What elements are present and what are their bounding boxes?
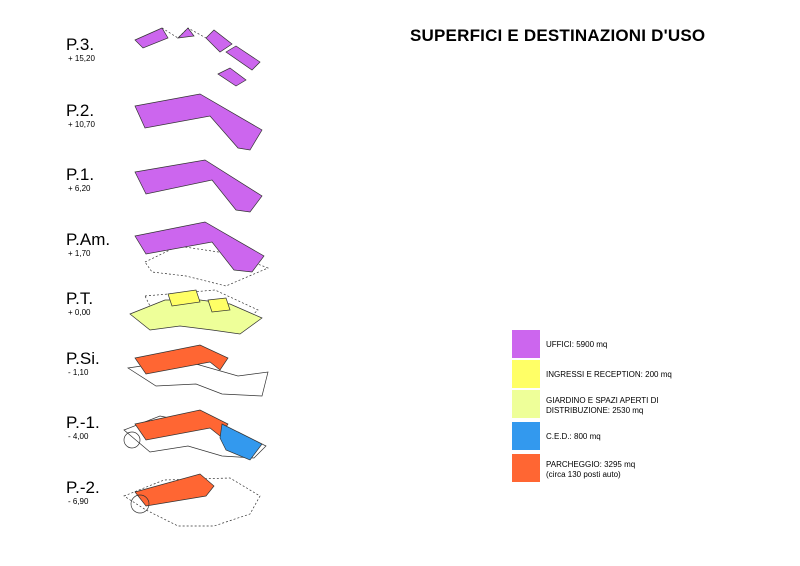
floor-plan-p1 — [134, 159, 263, 213]
floor-plan-pt — [129, 289, 263, 335]
floor-name: P.T. — [66, 289, 94, 308]
legend-swatch — [512, 360, 540, 388]
floor-name: P.3. — [66, 35, 95, 54]
legend-swatch — [512, 422, 540, 450]
floor-label-p2: P.2. + 10,70 — [66, 102, 136, 130]
legend-swatch — [512, 454, 540, 482]
legend-swatch — [512, 330, 540, 358]
floor-plan-psi — [127, 344, 269, 397]
floor-name: P.2. — [66, 101, 95, 120]
floor-name: P.-1. — [66, 413, 100, 432]
floor-label-pam: P.Am. + 1,70 — [66, 231, 136, 259]
floor-name: P.Am. — [66, 230, 111, 249]
floor-elevation: + 6,20 — [68, 184, 91, 193]
legend-text: PARCHEGGIO: 3295 mq (circa 130 posti aut… — [546, 460, 726, 480]
legend-label: GIARDINO E SPAZI APERTI DI — [546, 396, 659, 405]
floor-label-psi: P.Si. - 1,10 — [66, 350, 136, 378]
legend-text: C.E.D.: 800 mq — [546, 432, 726, 442]
legend-label: PARCHEGGIO: 3295 mq — [546, 460, 636, 469]
floor-name: P.1. — [66, 165, 95, 184]
floor-plan-pam — [134, 221, 269, 287]
floor-plan-p2 — [134, 93, 263, 151]
floor-label-pt: P.T. + 0,00 — [66, 290, 136, 318]
floor-elevation: - 6,90 — [68, 497, 89, 506]
legend-label: UFFICI: 5900 mq — [546, 340, 608, 349]
floor-plan-pm1 — [123, 409, 267, 461]
floor-name: P.Si. — [66, 349, 100, 368]
floor-plan-p3 — [134, 27, 261, 87]
floor-label-pm1: P.-1. - 4,00 — [66, 414, 136, 442]
page-title: SUPERFICI E DESTINAZIONI D'USO — [410, 26, 706, 45]
floor-plan-pm2 — [123, 473, 261, 527]
legend-label: C.E.D.: 800 mq — [546, 432, 601, 441]
legend-text: GIARDINO E SPAZI APERTI DI DISTRIBUZIONE… — [546, 396, 726, 416]
floor-elevation: + 10,70 — [68, 120, 95, 129]
floor-elevation: + 15,20 — [68, 54, 95, 63]
floor-elevation: + 1,70 — [68, 249, 91, 258]
floor-label-p3: P.3. + 15,20 — [66, 36, 136, 64]
legend-label-2: DISTRIBUZIONE: 2530 mq — [546, 406, 644, 415]
legend-text: INGRESSI E RECEPTION: 200 mq — [546, 370, 726, 380]
legend-text: UFFICI: 5900 mq — [546, 340, 726, 350]
floor-label-pm2: P.-2. - 6,90 — [66, 479, 136, 507]
floor-label-p1: P.1. + 6,20 — [66, 166, 136, 194]
floor-elevation: + 0,00 — [68, 308, 91, 317]
floor-elevation: - 4,00 — [68, 432, 89, 441]
floor-name: P.-2. — [66, 478, 100, 497]
legend-swatch — [512, 390, 540, 418]
legend-label: INGRESSI E RECEPTION: 200 mq — [546, 370, 672, 379]
floor-elevation: - 1,10 — [68, 368, 89, 377]
legend-label-2: (circa 130 posti auto) — [546, 470, 621, 479]
